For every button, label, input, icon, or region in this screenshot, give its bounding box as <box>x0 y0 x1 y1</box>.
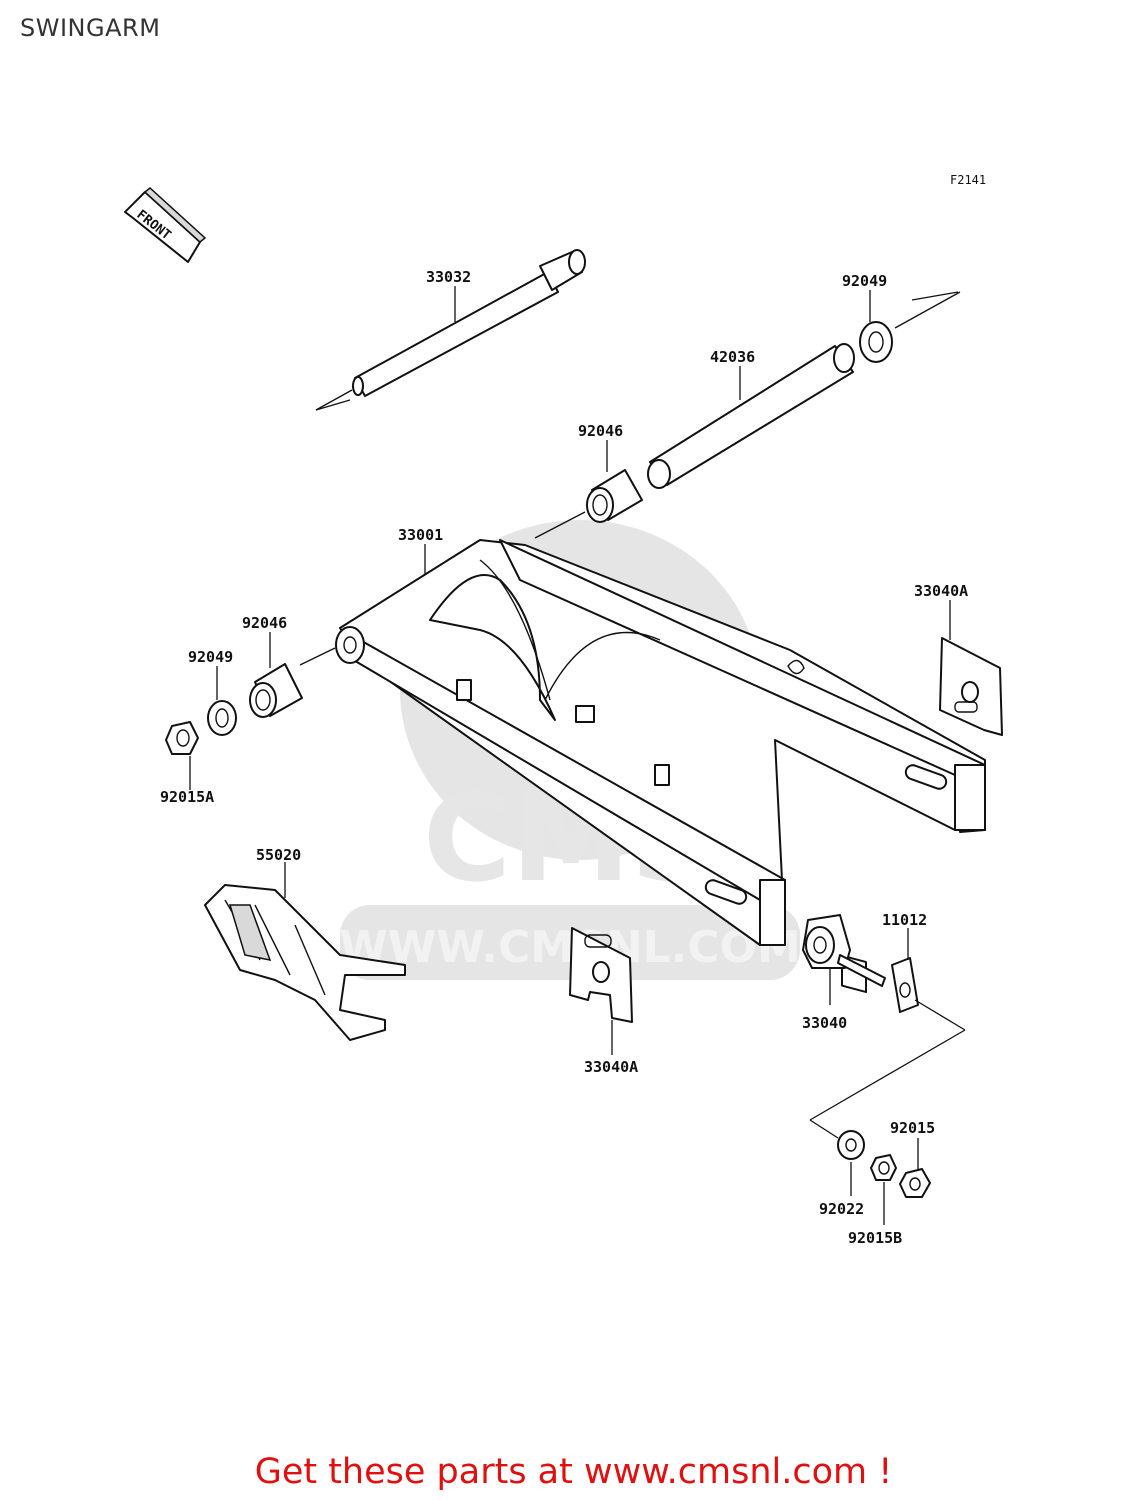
nut: 92015 <box>890 1119 935 1198</box>
pivot-bolt: 33032 <box>315 249 586 411</box>
needle-bearing-top: 92046 <box>534 422 643 539</box>
callout-11012: 11012 <box>882 911 927 929</box>
callout-92015a: 92015A <box>160 788 214 806</box>
callout-33040a-bottom: 33040A <box>584 1058 638 1076</box>
callout-92015b: 92015B <box>848 1229 902 1247</box>
seal-top: 92049 <box>842 272 961 363</box>
chain-guide: 55020 <box>204 846 406 1041</box>
collar: 42036 <box>647 343 855 489</box>
callout-92049-top: 92049 <box>842 272 887 290</box>
washer: 92022 <box>819 1130 865 1218</box>
nut-b: 92015B <box>848 1154 902 1247</box>
page-title: SWINGARM <box>20 14 161 42</box>
callout-92046-left: 92046 <box>242 614 287 632</box>
callout-92049-left: 92049 <box>188 648 233 666</box>
callout-33040: 33040 <box>802 1014 847 1032</box>
adjuster-plate-bottom: 33040A <box>569 927 638 1076</box>
needle-bearing-left: 92046 <box>242 614 336 718</box>
callout-92015: 92015 <box>890 1119 935 1137</box>
callout-55020: 55020 <box>256 846 301 864</box>
chain-adjuster: 33040 <box>802 914 886 1032</box>
callout-92046-top: 92046 <box>578 422 623 440</box>
figure-code: F2141 <box>950 173 986 187</box>
watermark-banner <box>340 905 800 980</box>
callout-33040a-right: 33040A <box>914 582 968 600</box>
front-arrow-icon: FRONT <box>124 187 207 263</box>
seal-left: 92049 <box>188 648 237 736</box>
callout-92022: 92022 <box>819 1200 864 1218</box>
pivot-nut: 92015A <box>160 721 214 806</box>
callout-42036: 42036 <box>710 348 755 366</box>
adjuster-bolt: 11012 <box>809 911 966 1139</box>
callout-33001: 33001 <box>398 526 443 544</box>
cta-link[interactable]: Get these parts at www.cmsnl.com ! <box>254 1452 893 1492</box>
adjuster-plate-right: 33040A <box>914 582 1003 736</box>
callout-33032: 33032 <box>426 268 471 286</box>
swingarm: 33001 <box>335 526 986 994</box>
